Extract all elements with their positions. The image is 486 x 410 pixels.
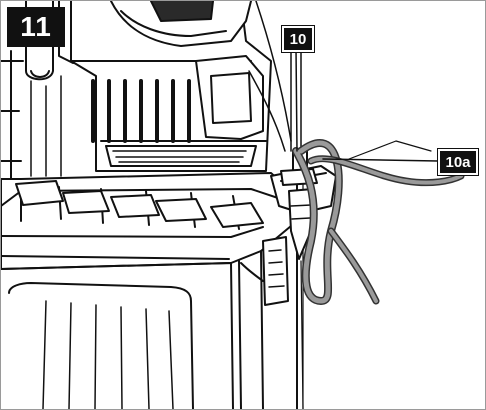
- callout-10a: 10a: [438, 149, 478, 175]
- leader-line-10: [295, 47, 298, 152]
- step-number-badge: 11: [7, 7, 65, 47]
- callout-10: 10: [282, 26, 314, 52]
- upper-housing: [1, 1, 272, 182]
- leader-line-10a: [322, 158, 439, 162]
- lid-rim: [1, 172, 292, 270]
- lower-body: [1, 250, 264, 409]
